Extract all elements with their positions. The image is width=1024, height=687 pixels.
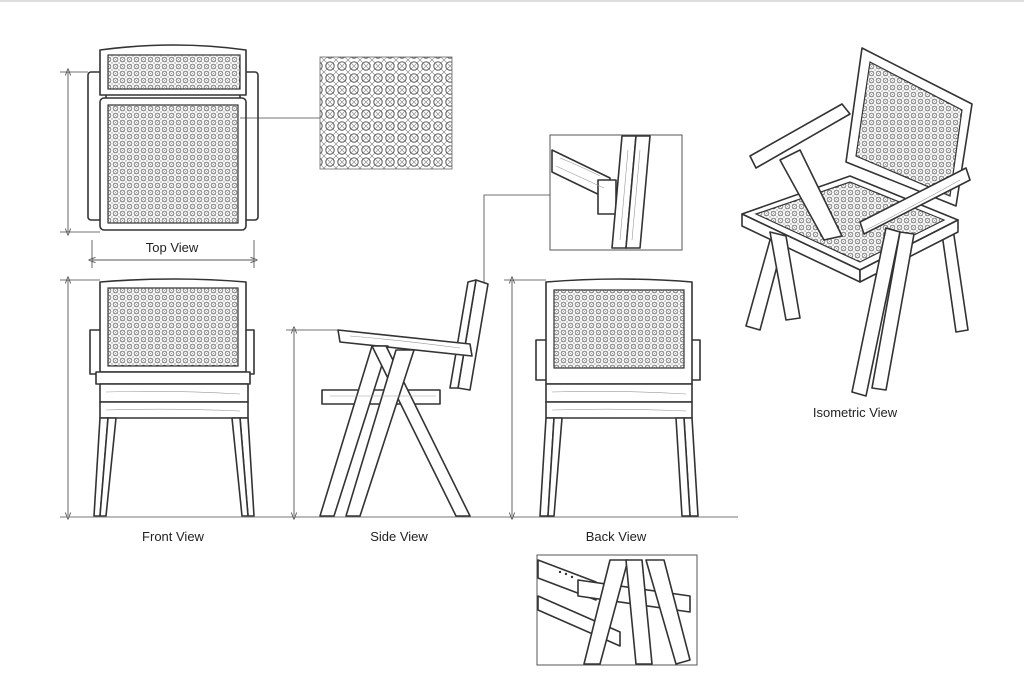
top-view-label: Top View: [145, 240, 199, 255]
back-view-label: Back View: [585, 529, 647, 544]
isometric-view-label: Isometric View: [812, 405, 898, 420]
back-view-drawing: [504, 279, 701, 516]
top-view-drawing: [60, 44, 259, 268]
side-view-drawing: [286, 279, 489, 516]
isometric-view-drawing: [741, 47, 973, 397]
cane-detail: [240, 56, 453, 170]
side-view-label: Side View: [370, 529, 428, 544]
joint-detail: [483, 134, 683, 282]
front-view-drawing: [60, 279, 255, 516]
base-joint-detail: [536, 554, 698, 666]
front-view-label: Front View: [142, 529, 204, 544]
